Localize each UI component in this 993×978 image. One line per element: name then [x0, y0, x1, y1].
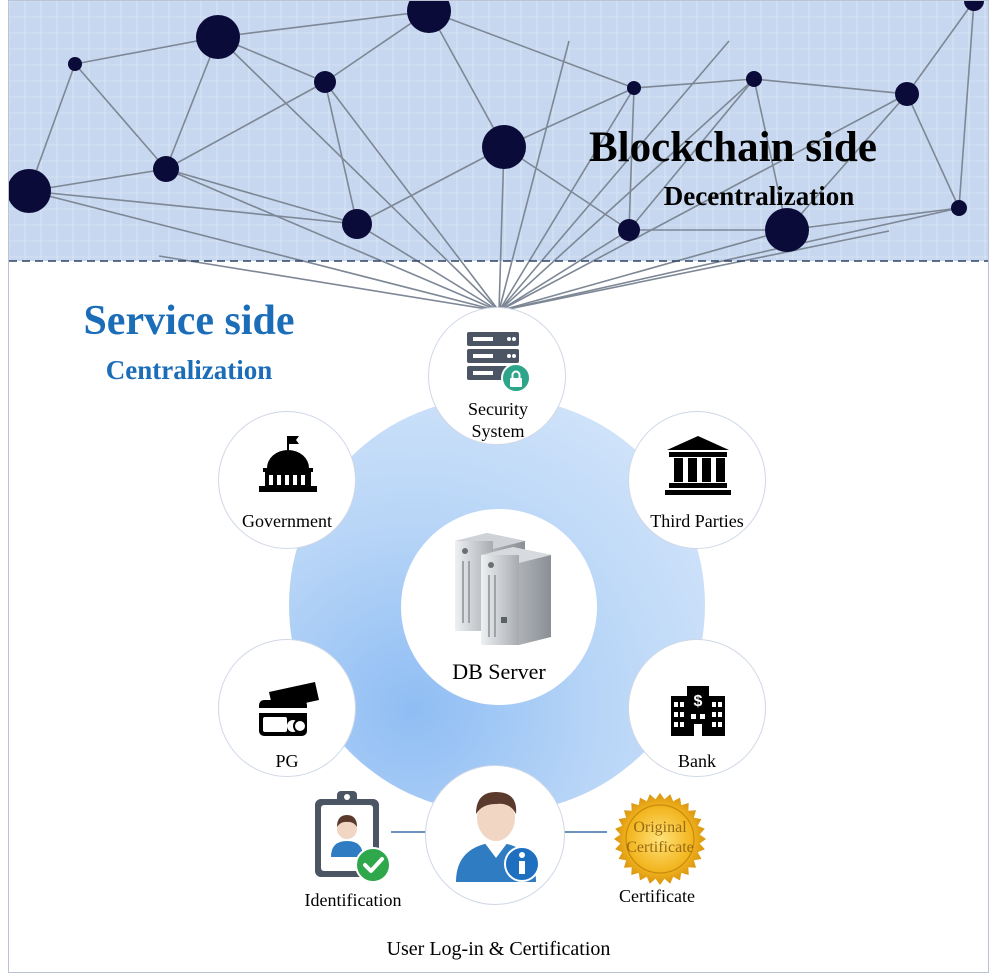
service-subtitle: Centralization [105, 355, 273, 385]
bank-building-icon: $ [671, 686, 725, 736]
service-title: Service side [83, 298, 295, 344]
footer-caption: User Log-in & Certification [386, 938, 611, 960]
credit-card-icon [259, 682, 319, 736]
node-third-parties: Third Parties [628, 411, 766, 549]
blockchain-network-band [9, 1, 988, 833]
label-government: Government [242, 511, 332, 531]
user-info-icon [456, 792, 540, 882]
label-third-parties: Third Parties [650, 511, 744, 531]
bank-columns-icon [665, 436, 731, 495]
certificate-seal-icon: Original Certificate [614, 793, 706, 885]
diagram-frame: Blockchain side Decentralization Service… [8, 0, 989, 973]
certificate-badge-line2: Certificate [626, 839, 694, 856]
svg-text:$: $ [694, 693, 703, 710]
label-db-server: DB Server [452, 659, 546, 684]
id-badge-icon [315, 791, 391, 883]
db-server-icon [455, 533, 551, 645]
label-pg: PG [275, 751, 299, 771]
government-building-icon [259, 436, 317, 492]
node-db-server: DB Server [401, 509, 597, 705]
label-certificate: Certificate [619, 886, 695, 906]
node-security-system: Security System [428, 307, 566, 445]
server-lock-icon [467, 332, 531, 393]
label-bank: Bank [678, 751, 716, 771]
node-pg: PG [218, 639, 356, 777]
node-user [425, 765, 565, 905]
node-government: Government [218, 411, 356, 549]
label-identification: Identification [304, 890, 402, 910]
blockchain-title: Blockchain side [589, 124, 877, 171]
label-security-system: Security System [468, 399, 528, 441]
node-bank: $ Bank [628, 639, 766, 777]
blockchain-subtitle: Decentralization [663, 181, 855, 211]
certificate-badge-line1: Original [633, 819, 687, 836]
